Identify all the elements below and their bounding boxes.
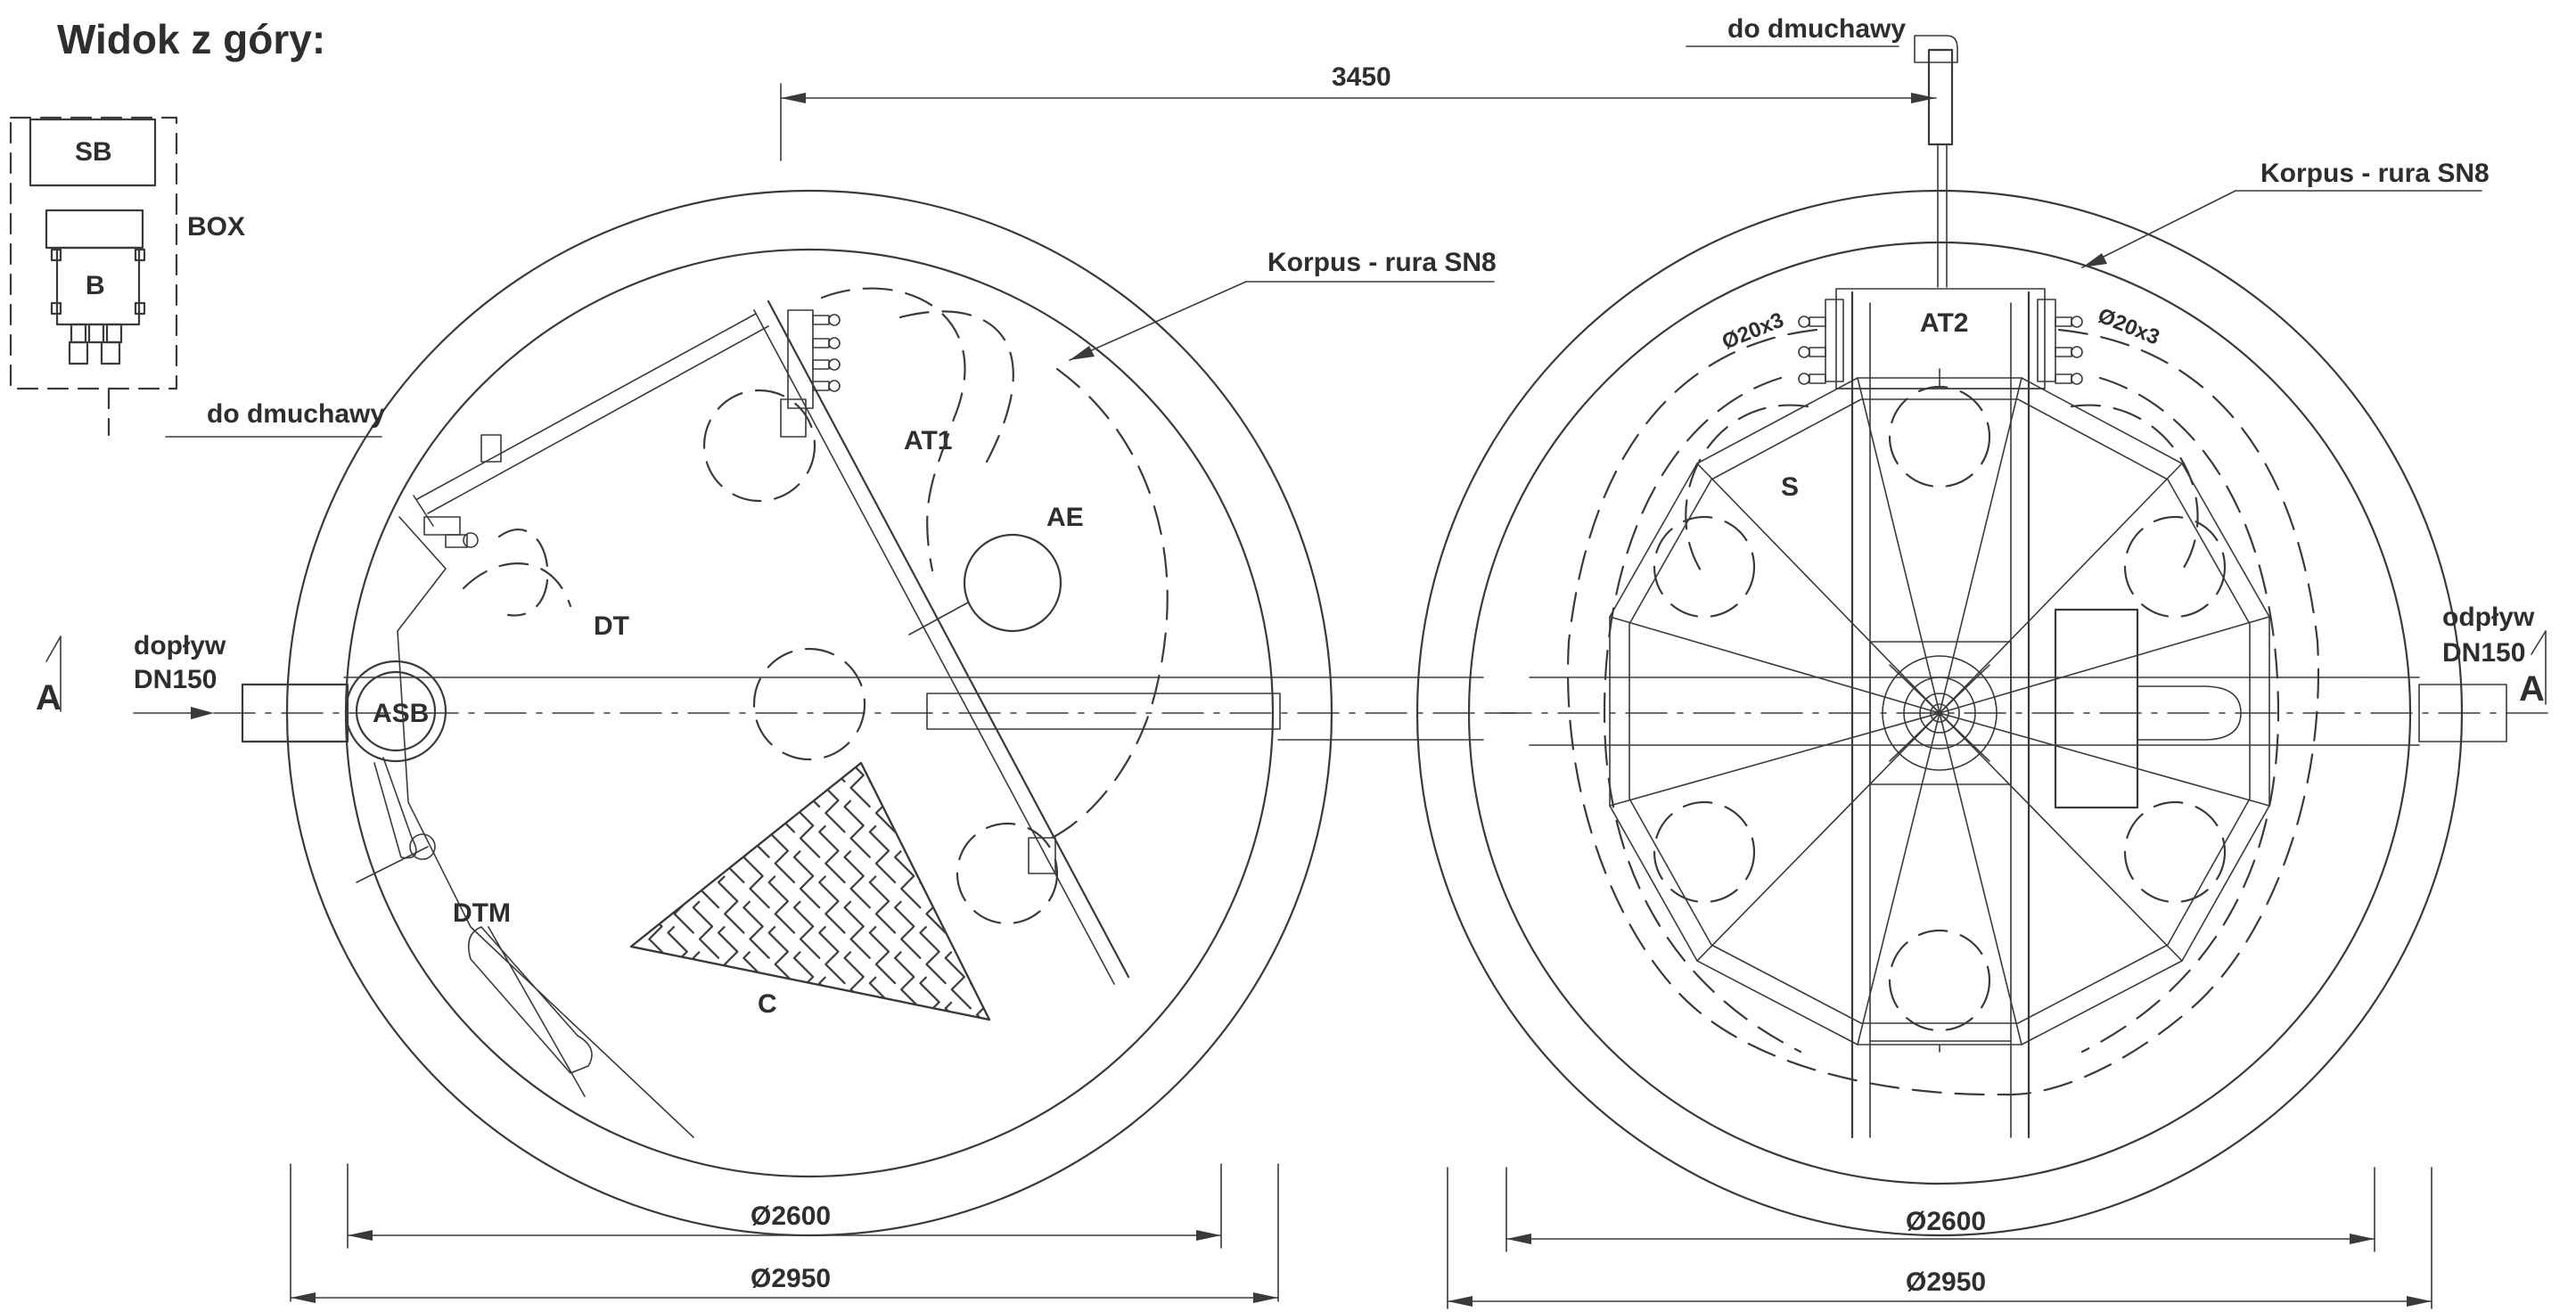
dtm-label: DTM: [453, 898, 511, 928]
dimension-left-inner: Ø2600: [751, 1201, 831, 1231]
at2-label: AT2: [1920, 308, 1968, 338]
do-dmuchawy-left-label: do dmuchawy: [207, 399, 385, 429]
dimension-top: 3450: [780, 62, 1937, 161]
s-label: S: [1781, 472, 1799, 502]
c-label: C: [758, 989, 777, 1019]
dimension-right-outer: Ø2950: [1906, 1267, 1986, 1297]
box-legend: SB B BOX: [9, 116, 245, 437]
section-a-right-label: A: [2519, 669, 2545, 709]
ae-label: AE: [1046, 503, 1084, 532]
korpus-left-label: Korpus - rura SN8: [1267, 248, 1497, 277]
dimension-left-outer: Ø2950: [751, 1264, 831, 1293]
outlet-callout: odpływ DN150 A: [2361, 603, 2547, 746]
pipe-size-right: Ø20x3: [2095, 304, 2163, 350]
connecting-pipe: [926, 676, 1484, 741]
dimensions-left: Ø2600 Ø2950: [290, 1163, 1279, 1303]
odplyw-dn-label: DN150: [2442, 638, 2525, 668]
dt-label: DT: [594, 611, 629, 641]
sb-label: SB: [75, 137, 112, 167]
doplyw-dn-label: DN150: [134, 665, 217, 694]
at1-label: AT1: [904, 426, 952, 455]
blower-pipe-top: do dmuchawy: [1686, 14, 1958, 288]
view-title: Widok z góry:: [57, 16, 325, 62]
dimensions-right: Ø2600 Ø2950: [1447, 1167, 2432, 1309]
right-tank: AT2 S Ø20x3 Ø20x3 Korpus - rura SN8: [1415, 159, 2550, 1237]
b-label: B: [86, 271, 105, 300]
do-dmuchawy-top-label: do dmuchawy: [1727, 14, 1906, 44]
pipe-size-left: Ø20x3: [1719, 308, 1787, 355]
asb-label: ASB: [373, 699, 429, 728]
box-label: BOX: [187, 212, 245, 242]
korpus-right-label: Korpus - rura SN8: [2260, 159, 2490, 188]
dimension-3450: 3450: [1332, 62, 1391, 92]
odplyw-label: odpływ: [2442, 603, 2535, 632]
section-a-left-label: A: [36, 678, 62, 718]
left-tank: ASB DTM DT AE AT1 do dmuchawy: [165, 189, 1516, 1237]
inlet-callout: dopływ DN150 A: [36, 631, 226, 719]
doplyw-label: dopływ: [134, 631, 226, 660]
dimension-right-inner: Ø2600: [1906, 1207, 1986, 1236]
